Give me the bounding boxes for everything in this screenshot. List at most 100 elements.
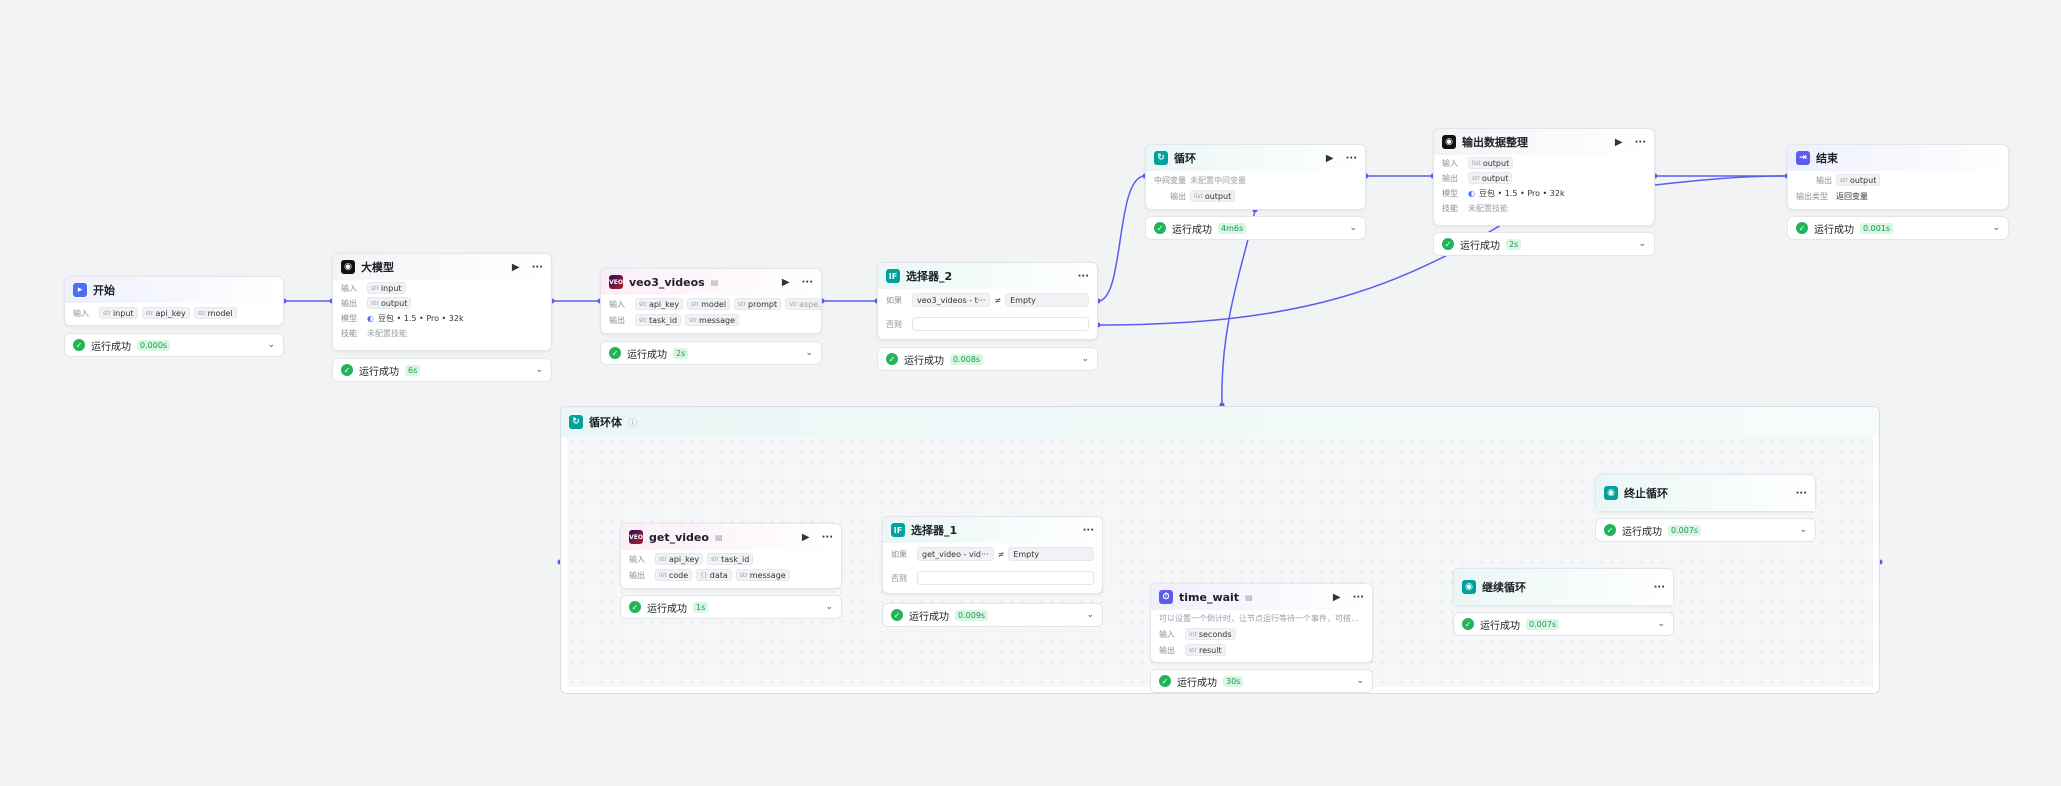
more-icon[interactable]: ··· (1345, 152, 1357, 164)
node-time-wait[interactable]: ⏱ time_wait ▤ ▶ ··· 可以设置一个倒计时，让节点运行等待一个事… (1150, 583, 1373, 663)
check-circle-icon: ✓ (1442, 238, 1454, 250)
play-icon[interactable]: ▶ (801, 531, 810, 543)
more-icon[interactable]: ··· (1634, 136, 1646, 148)
status-text: 运行成功 (1622, 526, 1662, 538)
node-title: 输出数据整理 (1462, 136, 1528, 149)
status-time-wait[interactable]: ✓ 运行成功 30s ⌄ (1150, 669, 1373, 693)
condition-left[interactable]: get_video - vid··· (917, 547, 994, 561)
more-icon[interactable]: ··· (531, 261, 543, 273)
condition-operator[interactable]: ≠ (994, 295, 1002, 305)
edge-selector2-loop (1097, 175, 1146, 302)
more-icon[interactable]: ··· (1352, 591, 1364, 603)
condition-left[interactable]: veo3_videos - t··· (912, 293, 991, 307)
else-branch-box (917, 571, 1094, 585)
check-circle-icon: ✓ (891, 609, 903, 621)
status-start[interactable]: ✓ 运行成功 0.000s ⌄ (64, 333, 284, 357)
plugin-icon: ▤ (710, 277, 719, 287)
node-header: ↻ 循环 ▶ ··· (1146, 145, 1365, 171)
status-selector-1[interactable]: ✓ 运行成功 0.009s ⌄ (882, 603, 1103, 627)
chevron-down-icon[interactable]: ⌄ (1657, 619, 1665, 629)
more-icon[interactable]: ··· (1082, 524, 1094, 536)
node-selector-1[interactable]: IF 选择器_1 ··· 如果 get_video - vid··· ≠ Emp… (882, 516, 1103, 594)
status-continue-loop[interactable]: ✓ 运行成功 0.007s ⌄ (1453, 612, 1674, 636)
play-icon[interactable]: ▶ (511, 261, 520, 273)
model-row: 模型 ◐ 豆包 • 1.5 • Pro • 32k (1442, 188, 1565, 198)
chevron-down-icon[interactable]: ⌄ (1086, 610, 1094, 620)
status-stop-loop[interactable]: ✓ 运行成功 0.007s ⌄ (1595, 518, 1816, 542)
check-circle-icon: ✓ (1604, 524, 1616, 536)
play-icon[interactable]: ▶ (1332, 591, 1341, 603)
more-icon[interactable]: ··· (1795, 487, 1807, 499)
check-circle-icon: ✓ (73, 339, 85, 351)
node-header: VEO veo3_videos ▤ ▶ ··· (601, 269, 821, 295)
end-icon: ⇥ (1796, 151, 1810, 165)
chevron-down-icon[interactable]: ⌄ (1799, 525, 1807, 535)
status-text: 运行成功 (1177, 677, 1217, 689)
node-selector-2[interactable]: IF 选择器_2 ··· 如果 veo3_videos - t··· ≠ Emp… (877, 262, 1098, 340)
output-type-row: 输出类型 返回变量 (1796, 191, 1868, 201)
info-icon[interactable]: ⓘ (628, 418, 638, 429)
status-end[interactable]: ✓ 运行成功 0.001s ⌄ (1787, 216, 2009, 240)
duration-badge: 2s (673, 347, 689, 359)
node-title: 终止循环 (1624, 487, 1668, 500)
chevron-down-icon[interactable]: ⌄ (267, 340, 275, 350)
more-icon[interactable]: ··· (1653, 581, 1665, 593)
play-icon[interactable]: ▶ (781, 276, 790, 288)
llm-icon: ◉ (341, 260, 355, 274)
node-stop-loop[interactable]: ◉ 终止循环 ··· (1595, 474, 1816, 512)
status-selector-2[interactable]: ✓ 运行成功 0.008s ⌄ (877, 347, 1098, 371)
chevron-down-icon[interactable]: ⌄ (1638, 239, 1646, 249)
continue-icon: ◉ (1462, 580, 1476, 594)
status-loop[interactable]: ✓ 运行成功 4m6s ⌄ (1145, 216, 1366, 240)
if-row: 如果 veo3_videos - t··· ≠ Empty (878, 292, 1097, 308)
node-header: ⏱ time_wait ▤ ▶ ··· (1151, 584, 1372, 610)
duration-badge: 2s (1506, 238, 1522, 250)
more-icon[interactable]: ··· (801, 276, 813, 288)
node-header: ◉ 输出数据整理 ▶ ··· (1434, 129, 1654, 155)
veo-icon: VEO (609, 275, 623, 289)
play-icon[interactable]: ▶ (1325, 152, 1334, 164)
node-title: 继续循环 (1482, 581, 1526, 594)
more-icon[interactable]: ··· (1077, 270, 1089, 282)
condition-operator[interactable]: ≠ (997, 549, 1005, 559)
condition-right[interactable]: Empty (1005, 293, 1089, 307)
llm-icon: ◉ (1442, 135, 1456, 149)
node-continue-loop[interactable]: ◉ 继续循环 ··· (1453, 568, 1674, 606)
chevron-down-icon[interactable]: ⌄ (1992, 223, 2000, 233)
status-text: 运行成功 (1460, 240, 1500, 252)
condition-right[interactable]: Empty (1008, 547, 1094, 561)
play-icon[interactable]: ▶ (1614, 136, 1623, 148)
duration-badge: 0.009s (955, 609, 989, 621)
check-circle-icon: ✓ (1462, 618, 1474, 630)
status-veo3[interactable]: ✓ 运行成功 2s ⌄ (600, 341, 822, 365)
chevron-down-icon[interactable]: ⌄ (1349, 223, 1357, 233)
skill-row: 技能 未配置技能 (1442, 203, 1508, 213)
duration-badge: 0.000s (137, 339, 171, 351)
more-icon[interactable]: ··· (821, 531, 833, 543)
chevron-down-icon[interactable]: ⌄ (1356, 676, 1364, 686)
status-get-video[interactable]: ✓ 运行成功 1s ⌄ (620, 595, 842, 619)
chevron-down-icon[interactable]: ⌄ (1081, 354, 1089, 364)
chevron-down-icon[interactable]: ⌄ (825, 602, 833, 612)
chevron-down-icon[interactable]: ⌄ (805, 348, 813, 358)
chevron-down-icon[interactable]: ⌄ (535, 365, 543, 375)
node-title: veo3_videos (629, 275, 705, 289)
duration-badge: 0.007s (1526, 618, 1560, 630)
status-llm[interactable]: ✓ 运行成功 6s ⌄ (332, 358, 552, 382)
node-title: 结束 (1816, 152, 1838, 165)
description-row: 可以设置一个倒计时，让节点运行等待一个事件，可搭配异步... (1159, 613, 1364, 623)
loop-icon: ↻ (569, 415, 583, 429)
status-output-data[interactable]: ✓ 运行成功 2s ⌄ (1433, 232, 1655, 256)
